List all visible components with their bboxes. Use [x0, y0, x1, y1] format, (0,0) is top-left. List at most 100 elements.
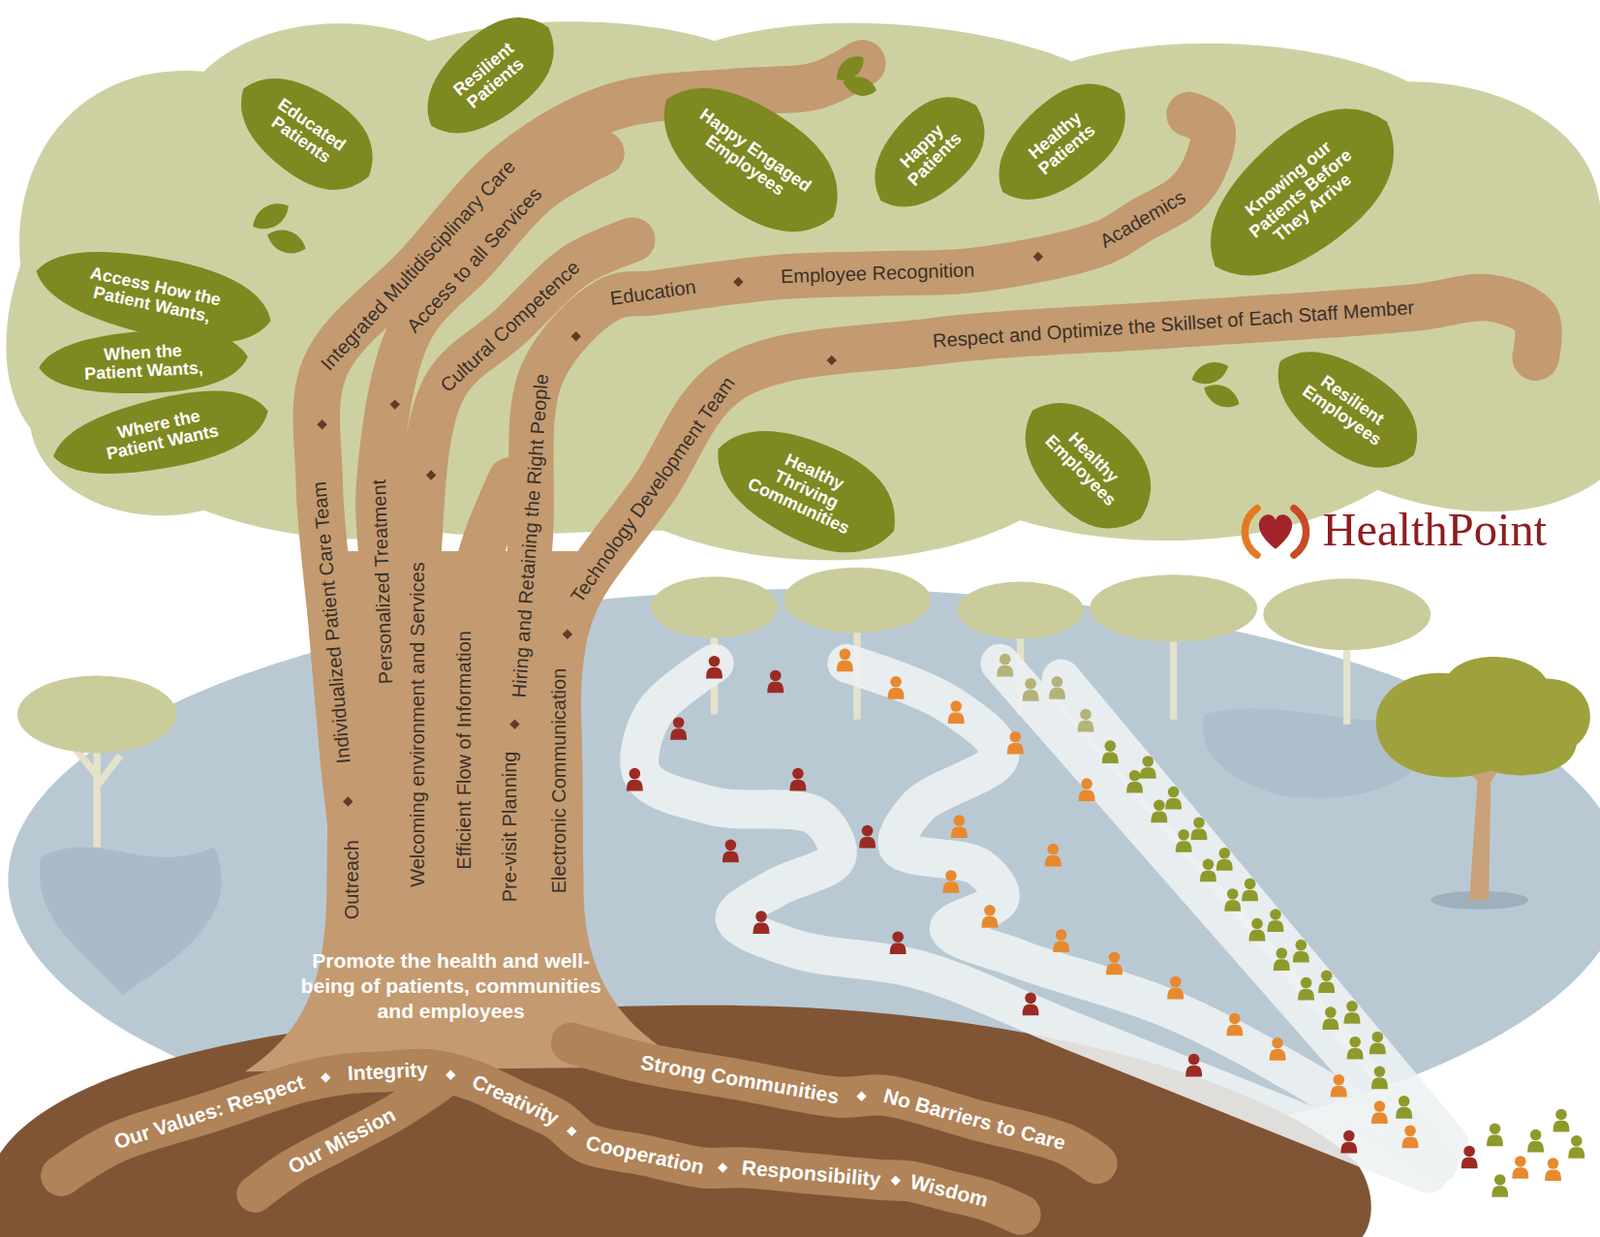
person-icon [1318, 969, 1335, 993]
person-icon [1491, 1173, 1508, 1198]
person-head [1129, 769, 1141, 782]
person-icon [1297, 977, 1315, 1001]
person-icon [948, 700, 965, 724]
tree-crown [650, 576, 778, 638]
small-leaf [1188, 357, 1232, 390]
person-body [1022, 1004, 1040, 1016]
person-body [1224, 899, 1241, 912]
separators [316, 251, 1044, 1186]
person-head [1079, 708, 1092, 721]
person-icon [1461, 1145, 1478, 1170]
separator-diamond [342, 796, 353, 806]
person-head [1489, 1122, 1502, 1135]
separator-diamond [390, 399, 400, 409]
person-head [1300, 977, 1313, 989]
person-icon [982, 904, 999, 928]
person-body [1267, 920, 1285, 932]
person-body [1461, 1157, 1478, 1170]
person-head [1547, 1157, 1560, 1170]
walking-path [999, 663, 1439, 1164]
person-icon [1150, 799, 1168, 823]
person-head [1271, 1037, 1284, 1049]
person-icon [1241, 878, 1259, 902]
separator-diamond [891, 1175, 901, 1186]
person-icon [1340, 1130, 1357, 1154]
person-body [890, 942, 907, 954]
person-head [1530, 1129, 1542, 1141]
person-body [1216, 859, 1233, 871]
person-body [1200, 870, 1217, 883]
person-body [1322, 1017, 1339, 1030]
person-body [1126, 781, 1143, 794]
person-body [951, 826, 968, 838]
person-body [859, 836, 876, 849]
person-icon [1216, 847, 1233, 871]
person-head [755, 910, 768, 923]
person-head [1218, 847, 1231, 860]
person-icon [1402, 1125, 1419, 1149]
person-body [1371, 1077, 1388, 1090]
branch-band [557, 297, 1539, 985]
tree-crown [1376, 656, 1591, 777]
person-head [1177, 829, 1190, 841]
person-icon [1344, 1000, 1361, 1024]
person-head [1349, 1036, 1361, 1048]
person-icon [1267, 908, 1285, 932]
person-head [1188, 1053, 1200, 1066]
person-icon [1200, 859, 1217, 883]
separator-diamond [733, 276, 743, 287]
leaf-fill [36, 325, 249, 400]
branch-text: Electronic Communication [548, 668, 571, 894]
person-head [1202, 859, 1215, 871]
leaf-fill [636, 57, 863, 260]
person-icon [1052, 928, 1070, 953]
person-head [892, 930, 904, 943]
separator-diamond [856, 1091, 866, 1102]
person-body [1568, 1146, 1585, 1159]
person-icon [836, 648, 854, 673]
person-body [1402, 1137, 1419, 1149]
separator-diamond [316, 419, 327, 430]
person-icon [1139, 755, 1157, 779]
person-head [945, 869, 957, 882]
person-icon [1544, 1157, 1562, 1181]
lake-shade [39, 846, 222, 995]
person-body [1491, 1185, 1508, 1198]
person-body [1340, 1141, 1357, 1154]
person-icon [1527, 1129, 1544, 1153]
leaf-fill [999, 376, 1175, 553]
person-body [1175, 840, 1193, 853]
person-body [1318, 982, 1335, 994]
person-body [1297, 988, 1315, 1001]
person-head [999, 653, 1012, 666]
person-icon [859, 825, 876, 849]
person-icon [1045, 843, 1062, 867]
separator-diamond [509, 719, 520, 730]
person-head [1343, 1130, 1355, 1142]
roots [61, 1043, 1097, 1215]
person-icon [722, 839, 739, 863]
person-body [1078, 789, 1096, 801]
person-body [789, 779, 806, 792]
person-icon [1102, 739, 1119, 764]
person-icon [789, 768, 806, 792]
person-icon [888, 676, 905, 700]
person-head [673, 716, 685, 729]
leaf-fill [1177, 77, 1424, 310]
patient-paths [626, 648, 1585, 1198]
person-icon [1553, 1108, 1570, 1133]
small-leaf [263, 224, 309, 259]
leaf-fill [1255, 326, 1438, 491]
person-body [1007, 742, 1024, 755]
leaf-fill [697, 403, 915, 576]
separator-diamond [562, 629, 573, 640]
person-head [629, 768, 642, 780]
person-body [1369, 1043, 1386, 1055]
person-head [950, 700, 962, 712]
person-body [1544, 1169, 1562, 1181]
small-leaf [1200, 378, 1244, 414]
person-body [1022, 689, 1040, 702]
person-icon [1078, 777, 1096, 801]
person-head [1024, 992, 1037, 1005]
mission-statement: Promote the health and well-being of pat… [287, 948, 615, 1023]
